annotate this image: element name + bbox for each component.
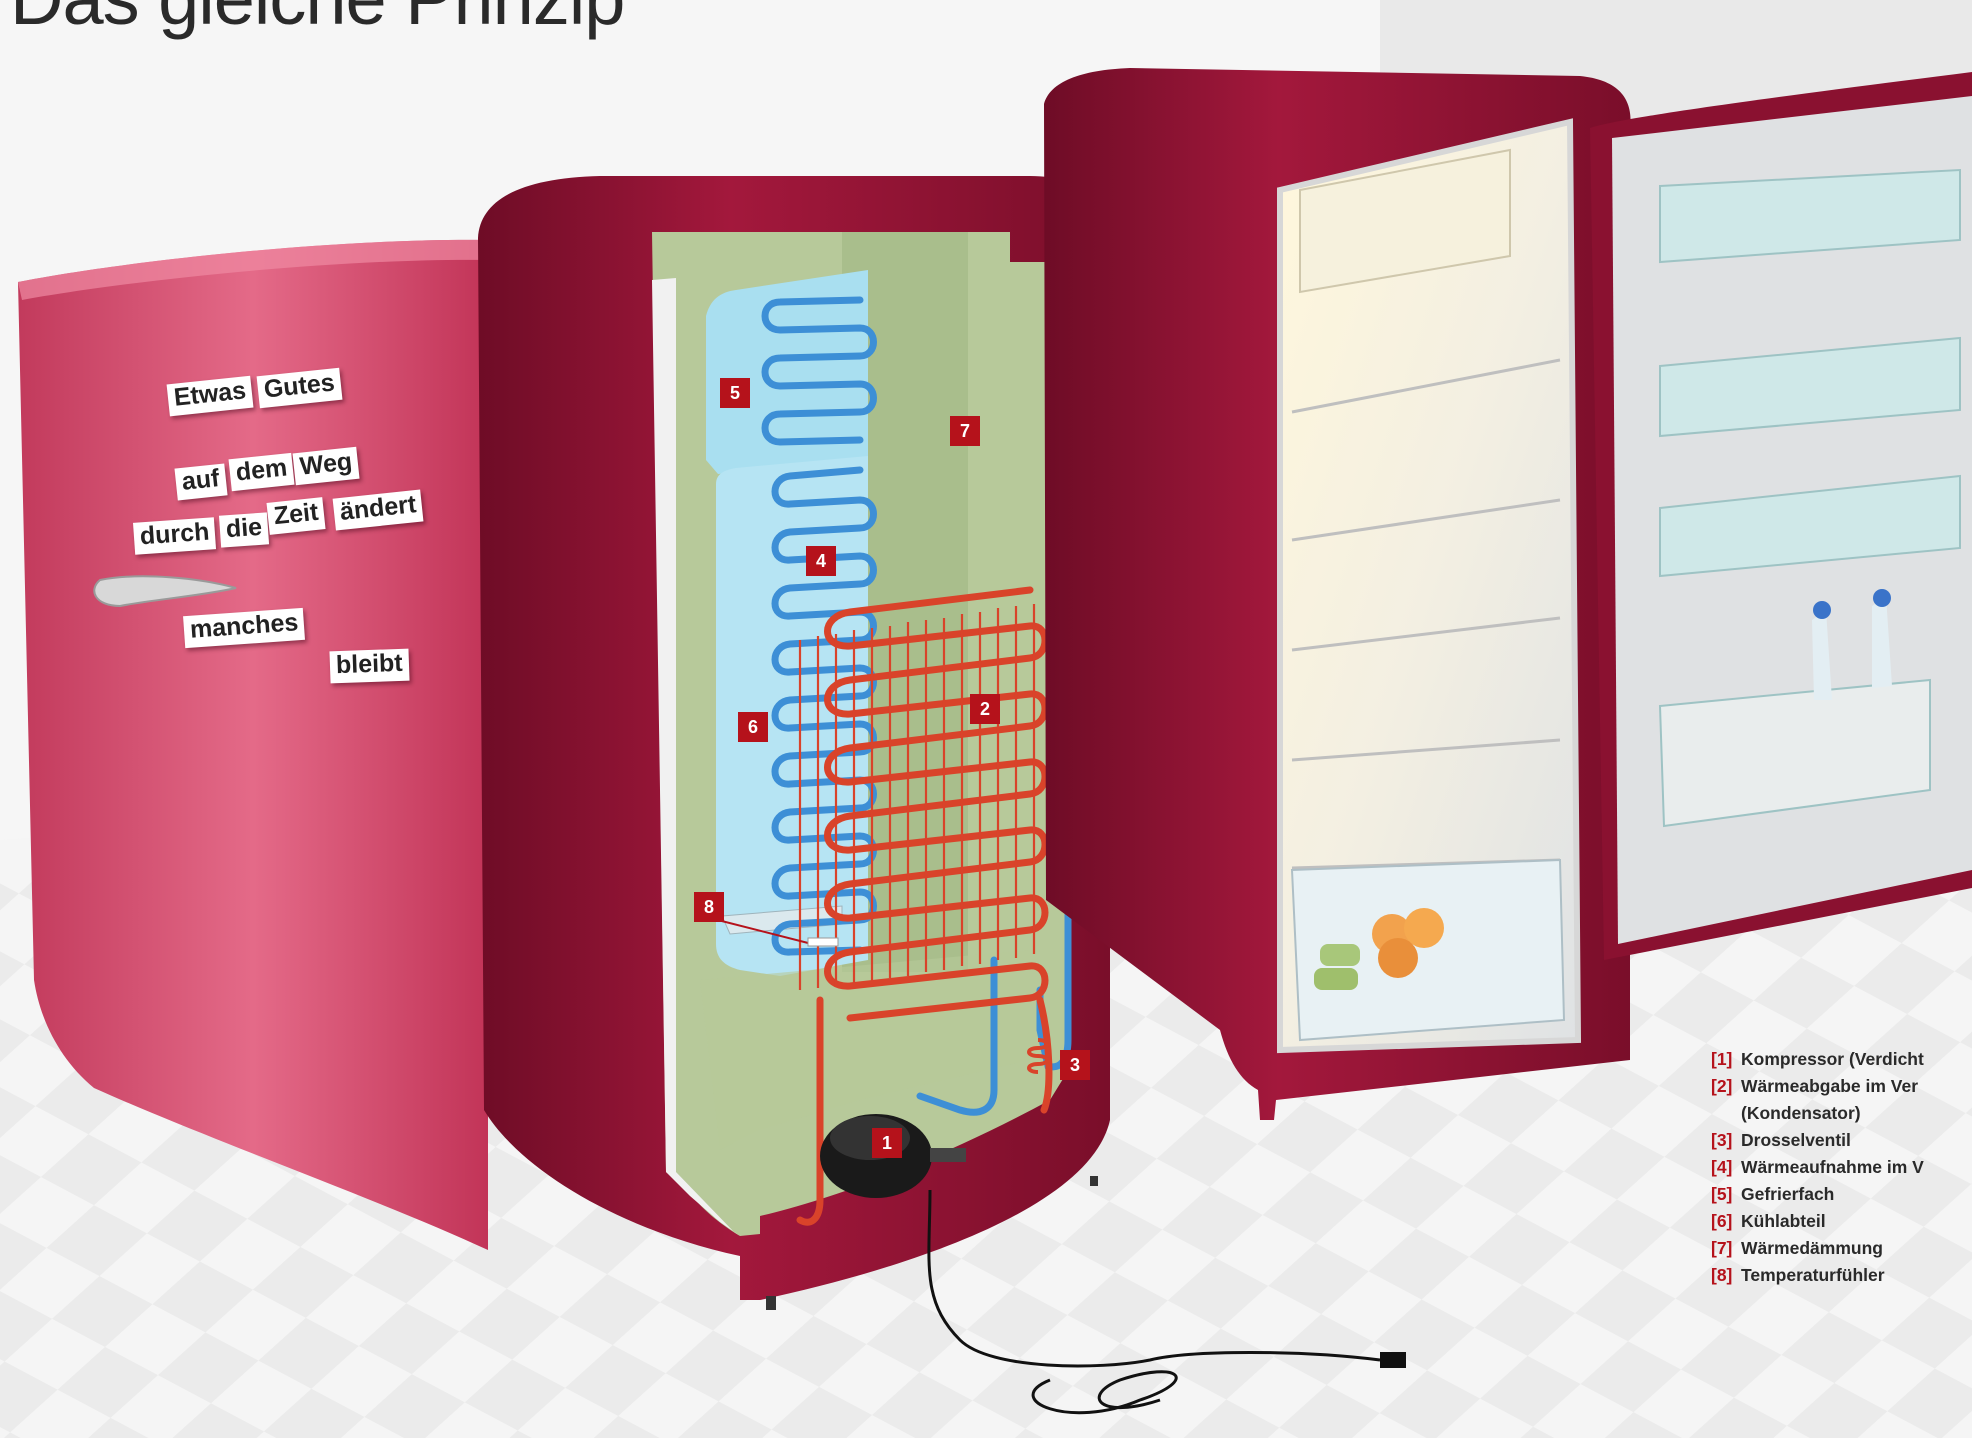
legend-item: [6]Kühlabteil — [1711, 1208, 1924, 1235]
legend-item: [4]Wärmeaufnahme im V — [1711, 1154, 1924, 1181]
magnet-word: Zeit — [267, 497, 326, 534]
power-plug — [1380, 1352, 1406, 1368]
callout-4: 4 — [806, 546, 836, 576]
magnet-word: dem — [229, 453, 295, 491]
callout-5: 5 — [720, 378, 750, 408]
magnet-word: die — [219, 512, 269, 547]
legend-item: [7]Wärmedämmung — [1711, 1235, 1924, 1262]
magnet-word: durch — [133, 517, 216, 554]
legend-item: [1]Kompressor (Verdicht — [1711, 1046, 1924, 1073]
legend-item: (Kondensator) — [1711, 1100, 1924, 1127]
legend-item: [8]Temperaturfühler — [1711, 1262, 1924, 1289]
magnet-word: Weg — [293, 447, 360, 485]
legend: [1]Kompressor (Verdicht [2]Wärmeabgabe i… — [1711, 1046, 1924, 1289]
magnet-word: auf — [174, 463, 227, 500]
right-fridge-door — [1590, 72, 1972, 960]
legend-item: [5]Gefrierfach — [1711, 1181, 1924, 1208]
magnet-word: bleibt — [329, 649, 409, 683]
legend-item: [3]Drosselventil — [1711, 1127, 1924, 1154]
callout-1: 1 — [872, 1128, 902, 1158]
callout-2: 2 — [970, 694, 1000, 724]
legend-item: [2]Wärmeabgabe im Ver — [1711, 1073, 1924, 1100]
callout-8: 8 — [694, 892, 724, 922]
right-fridge — [1044, 68, 1631, 1120]
callout-3: 3 — [1060, 1050, 1090, 1080]
callout-7: 7 — [950, 416, 980, 446]
callout-6: 6 — [738, 712, 768, 742]
page-title: Das gleiche Prinzip — [10, 0, 624, 41]
